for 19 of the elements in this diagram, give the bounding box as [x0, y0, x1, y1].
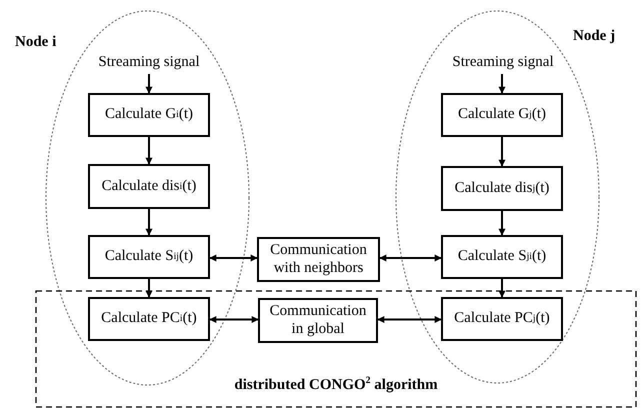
arrow [498, 74, 506, 94]
arrow [146, 137, 152, 165]
arrow [498, 137, 506, 167]
process-box: Communication with neighbors [257, 237, 380, 282]
group-caption: distributed CONGO$^{2}$ algorithm [234, 377, 438, 394]
input-label: Streaming signal [440, 54, 566, 74]
arrow [146, 209, 152, 236]
arrow [146, 279, 152, 298]
arrow [209, 254, 258, 262]
node-heading: Node j [573, 28, 616, 45]
arrow [146, 74, 152, 94]
arrow [498, 211, 506, 236]
node-heading: Node i [15, 34, 56, 51]
process-box: Communication in global [258, 298, 378, 343]
arrow [498, 279, 506, 298]
arrow [377, 316, 442, 323]
arrow [209, 316, 259, 323]
input-label: Streaming signal [86, 54, 212, 74]
arrow [379, 254, 442, 262]
